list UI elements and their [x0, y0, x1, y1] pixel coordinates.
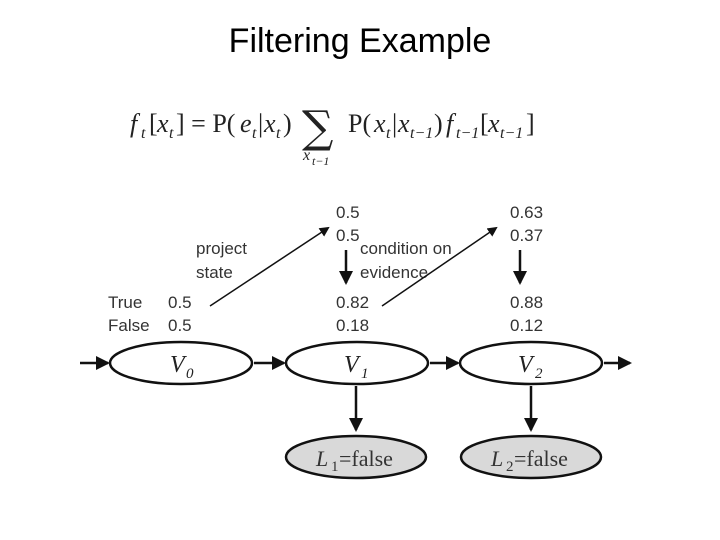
svg-text:t: t [276, 125, 281, 142]
filtered-1-true: 0.82 [336, 293, 369, 312]
svg-text:=false: =false [514, 446, 568, 471]
svg-text:x: x [263, 109, 276, 138]
svg-text:t−1: t−1 [410, 125, 433, 142]
svg-text:t: t [386, 125, 391, 142]
svg-text:t: t [141, 125, 146, 142]
page-title: Filtering Example [228, 22, 492, 60]
svg-text:0: 0 [186, 366, 194, 382]
svg-text:=false: =false [339, 446, 393, 471]
svg-text:|: | [392, 109, 397, 138]
annotation-project: project [196, 239, 247, 258]
svg-text:|: | [258, 109, 263, 138]
svg-text:t−1: t−1 [456, 125, 479, 142]
observation-node-l1: L 1 =false [284, 434, 428, 480]
annotation-condition: condition on [360, 239, 452, 258]
svg-text:t: t [252, 125, 257, 142]
state-node-v0: V 0 [108, 340, 254, 386]
svg-text:x: x [373, 109, 386, 138]
svg-text:V: V [518, 352, 535, 378]
svg-text:): ) [283, 109, 292, 138]
filtered-2-true: 0.88 [510, 293, 543, 312]
svg-text:t: t [169, 125, 174, 142]
svg-text:]: ] [526, 109, 535, 138]
project-arrow-1 [209, 226, 330, 307]
svg-text:x: x [156, 109, 169, 138]
svg-text:2: 2 [535, 366, 543, 382]
svg-text:L: L [315, 446, 328, 471]
predicted-2-false: 0.37 [510, 226, 543, 245]
svg-text:x: x [487, 109, 500, 138]
svg-text:[: [ [480, 109, 489, 138]
svg-text:] = P(: ] = P( [176, 109, 235, 138]
filtered-2-false: 0.12 [510, 316, 543, 335]
filtering-formula: f t [ x t ] = P( e t | x t ) ∑ x t−1 P( … [130, 102, 535, 168]
svg-text:V: V [344, 352, 361, 378]
svg-text:[: [ [149, 109, 158, 138]
state-node-v2: V 2 [458, 340, 604, 386]
svg-text:1: 1 [331, 459, 339, 475]
svg-text:x: x [302, 147, 310, 164]
row-label-false: False [108, 316, 150, 335]
project-arrow-2 [381, 226, 498, 307]
annotation-state: state [196, 263, 233, 282]
svg-text:e: e [240, 109, 252, 138]
svg-text:): ) [434, 109, 443, 138]
predicted-2-true: 0.63 [510, 203, 543, 222]
filtered-0-true: 0.5 [168, 293, 192, 312]
svg-text:t−1: t−1 [312, 154, 329, 168]
annotation-evidence: evidence [360, 263, 428, 282]
svg-text:t−1: t−1 [500, 125, 523, 142]
svg-text:L: L [490, 446, 503, 471]
svg-text:P(: P( [348, 109, 371, 138]
filtered-0-false: 0.5 [168, 316, 192, 335]
state-node-v1: V 1 [284, 340, 430, 386]
svg-text:V: V [170, 352, 187, 378]
predicted-1-false: 0.5 [336, 226, 360, 245]
svg-text:1: 1 [361, 366, 369, 382]
svg-text:∑: ∑ [302, 102, 333, 153]
svg-text:f: f [446, 109, 457, 138]
svg-text:2: 2 [506, 459, 514, 475]
observation-node-l2: L 2 =false [459, 434, 603, 480]
row-label-true: True [108, 293, 142, 312]
svg-text:x: x [397, 109, 410, 138]
svg-text:f: f [130, 109, 141, 138]
predicted-1-true: 0.5 [336, 203, 360, 222]
filtered-1-false: 0.18 [336, 316, 369, 335]
